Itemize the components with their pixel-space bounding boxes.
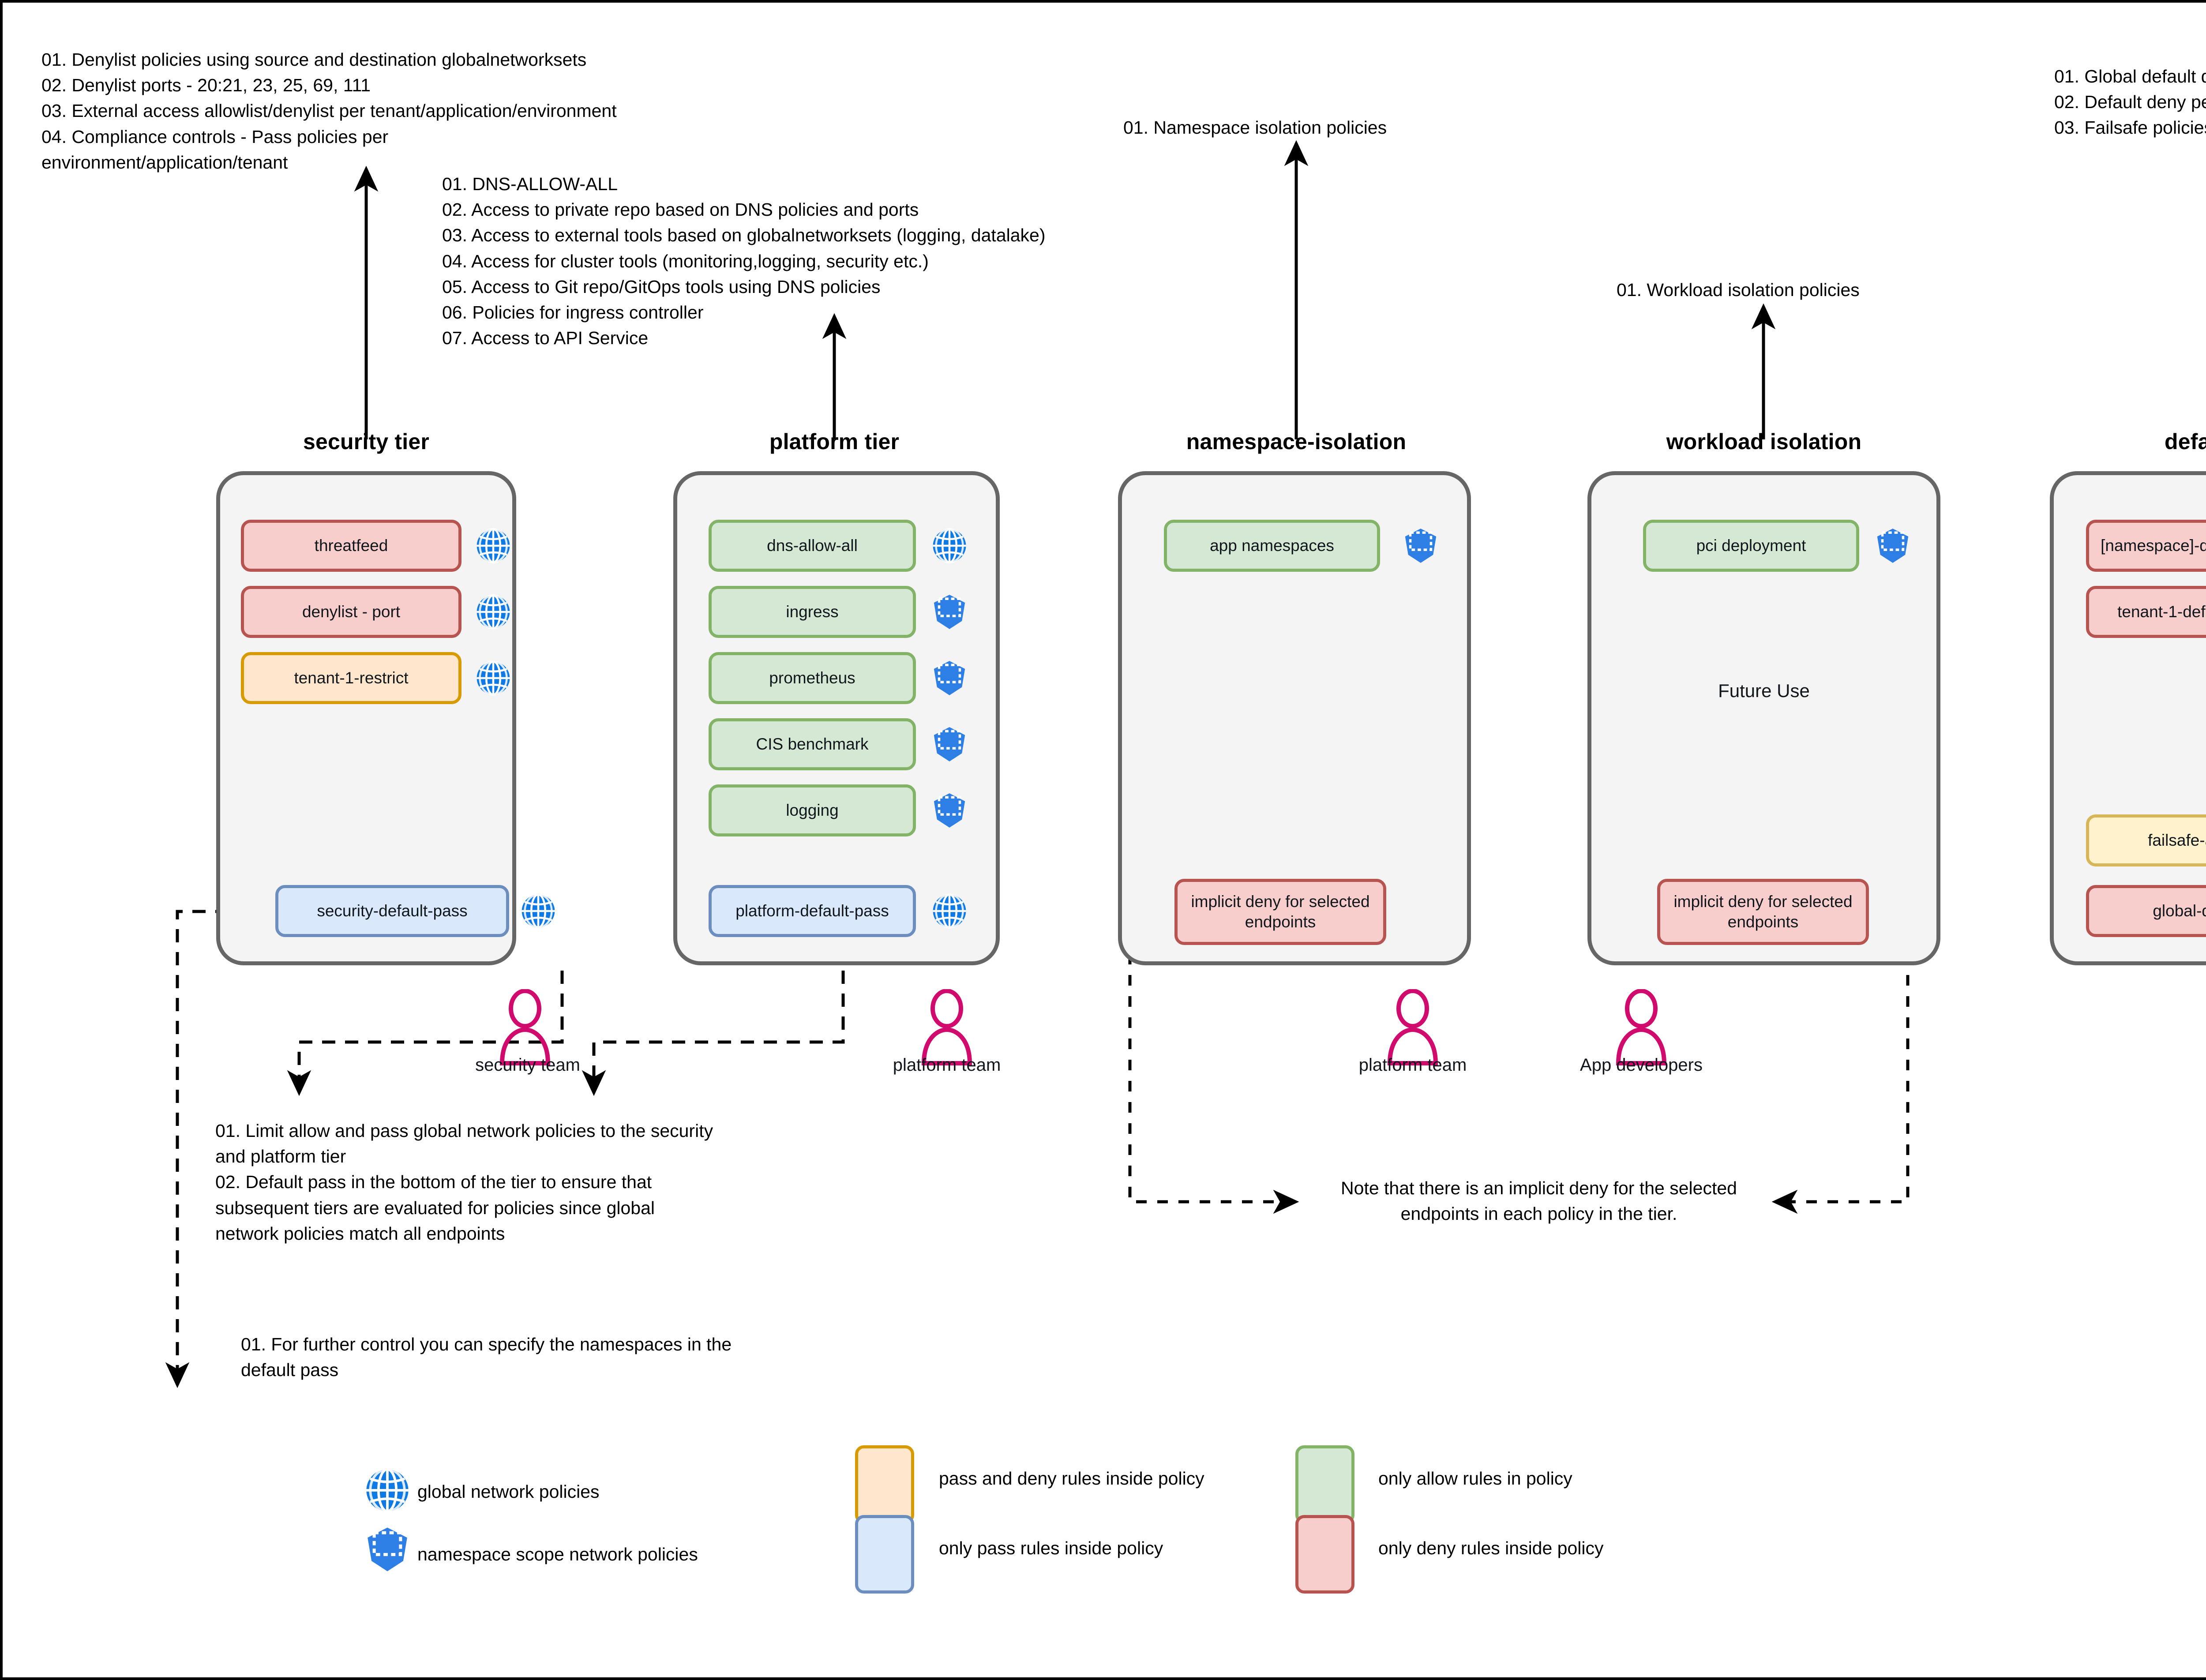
globe-icon (519, 892, 558, 930)
legend-label-only-allow: only allow rules in policy (1378, 1468, 1572, 1489)
policy-pill-denylist-port[interactable]: denylist - port (241, 586, 461, 638)
note-workload-isolation: 01. Workload isolation policies (1617, 280, 1860, 300)
policy-pill-pci-deployment[interactable]: pci deployment (1643, 520, 1859, 572)
legend-swatch-pass-and-deny (855, 1445, 914, 1524)
legend-namespace-scope-icon (363, 1525, 412, 1574)
legend-label-namespace-scope-network-policies: namespace scope network policies (417, 1544, 698, 1564)
globe-icon (930, 526, 969, 565)
note-implicit-deny: Note that there is an implicit deny for … (1341, 1178, 1737, 1224)
owner-label-security-team: security team (475, 1055, 580, 1075)
globe-icon (474, 592, 513, 631)
tier-title-namespace-isolation: namespace-isolation (1186, 429, 1407, 454)
policy-pill-prometheus[interactable]: prometheus (709, 652, 916, 704)
person-icon (1384, 989, 1441, 1071)
legend-label-pass-and-deny: pass and deny rules inside policy (939, 1468, 1204, 1489)
owner-label-app-developers: App developers (1580, 1055, 1703, 1075)
namespace-scope-icon (930, 659, 969, 698)
legend-swatch-only-pass (855, 1515, 914, 1594)
note-security-tier: 01. Denylist policies using source and d… (41, 49, 617, 172)
legend-label-only-pass: only pass rules inside policy (939, 1538, 1163, 1558)
person-icon (919, 989, 975, 1071)
policy-pill-app-namespaces[interactable]: app namespaces (1164, 520, 1380, 572)
policy-pill-implicit-deny-namespace[interactable]: implicit deny for selected endpoints (1174, 879, 1386, 945)
note-bottom-left: 01. Limit allow and pass global network … (215, 1121, 713, 1244)
namespace-scope-icon (1873, 526, 1912, 565)
legend-swatch-only-allow (1295, 1445, 1354, 1524)
policy-pill-logging[interactable]: logging (709, 784, 916, 836)
tier-title-platform: platform tier (769, 429, 900, 454)
note-default-pass: 01. For further control you can specify … (241, 1334, 732, 1380)
policy-pill-ingress[interactable]: ingress (709, 586, 916, 638)
policy-pill-dns-allow-all[interactable]: dns-allow-all (709, 520, 916, 572)
policy-pill-cis-benchmark[interactable]: CIS benchmark (709, 718, 916, 770)
globe-icon (930, 892, 969, 930)
person-icon (1613, 989, 1670, 1071)
legend-swatch-only-deny (1295, 1515, 1354, 1594)
note-default-tier: 01. Global default deny 02. Default deny… (2054, 66, 2206, 138)
note-platform-tier: 01. DNS-ALLOW-ALL 02. Access to private … (442, 174, 1046, 349)
tier-title-default: default tier (2165, 429, 2206, 454)
namespace-scope-icon (1401, 526, 1440, 565)
namespace-scope-icon (930, 592, 969, 631)
namespace-scope-icon (930, 791, 969, 830)
policy-pill-tenant-1-restrict[interactable]: tenant-1-restrict (241, 652, 461, 704)
policy-pill-tenant-1-default-deny[interactable]: tenant-1-default-deny (2086, 586, 2206, 638)
policy-pill-platform-default-pass[interactable]: platform-default-pass (709, 885, 916, 937)
globe-icon (474, 659, 513, 698)
owner-label-platform-team: platform team (893, 1055, 1001, 1075)
globe-icon (474, 526, 513, 565)
policy-pill-security-default-pass[interactable]: security-default-pass (275, 885, 509, 937)
person-icon (497, 989, 553, 1071)
owner-label-platform-team-2: platform team (1358, 1055, 1467, 1075)
policy-pill-threatfeed[interactable]: threatfeed (241, 520, 461, 572)
policy-pill-failsafe-allow[interactable]: failsafe-allow (2086, 814, 2206, 866)
policy-pill-implicit-deny-workload[interactable]: implicit deny for selected endpoints (1657, 879, 1869, 945)
policy-pill-global-deny[interactable]: global-deny (2086, 885, 2206, 937)
note-namespace-isolation: 01. Namespace isolation policies (1123, 117, 1387, 138)
legend-label-only-deny: only deny rules inside policy (1378, 1538, 1604, 1558)
policy-pill-namespace-default-deny[interactable]: [namespace]-default-deny (2086, 520, 2206, 572)
tier-title-security: security tier (303, 429, 430, 454)
workload-future-use-text: Future Use (1718, 680, 1810, 701)
namespace-scope-icon (930, 725, 969, 764)
legend-globe-icon (363, 1466, 412, 1515)
tier-title-workload-isolation: workload isolation (1666, 429, 1862, 454)
legend-label-global-network-policies: global network policies (417, 1481, 600, 1502)
